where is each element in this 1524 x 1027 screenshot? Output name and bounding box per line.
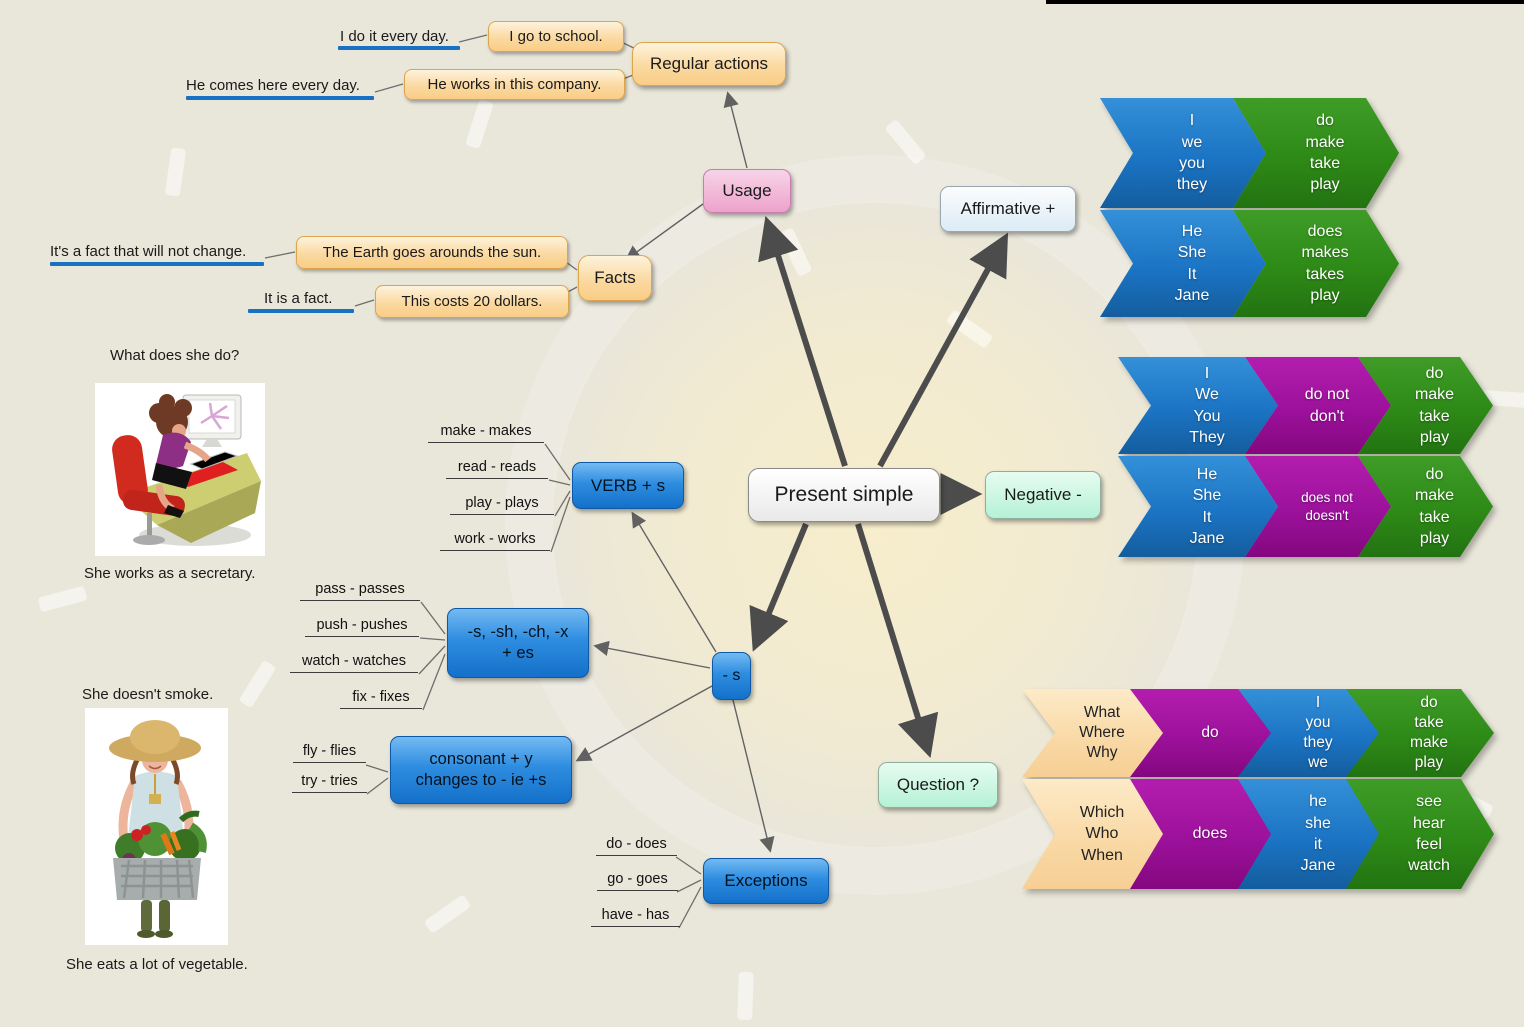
example-note: It's a fact that will not change.: [50, 243, 247, 260]
node-regular-actions[interactable]: Regular actions: [632, 42, 786, 86]
node-es-rule[interactable]: -s, -sh, -ch, -x + es: [447, 608, 589, 678]
photo-answer-caption: She works as a secretary.: [84, 565, 256, 582]
node-y-to-ies-rule[interactable]: consonant + y changes to - ie +s: [390, 736, 572, 804]
photo-statement-caption: She doesn't smoke.: [82, 686, 214, 703]
word-example: watch - watches: [290, 653, 418, 673]
word-example: make - makes: [428, 423, 544, 443]
word-example: fly - flies: [293, 743, 366, 763]
note-underline: [50, 262, 264, 266]
node-usage[interactable]: Usage: [703, 169, 791, 213]
photo-statement2-caption: She eats a lot of vegetable.: [66, 956, 248, 973]
node-question[interactable]: Question ?: [878, 762, 998, 808]
node-s-rule-root[interactable]: - s: [712, 652, 751, 700]
node-negative[interactable]: Negative -: [985, 471, 1101, 519]
word-example: do - does: [596, 836, 677, 856]
photo-question-caption: What does she do?: [110, 347, 240, 364]
affirmative-row2-subject-chevron[interactable]: He She It Jane: [1100, 210, 1266, 317]
word-example: go - goes: [597, 871, 678, 891]
example-note: He comes here every day.: [186, 77, 360, 94]
screen-edge-artifact: [1046, 0, 1524, 4]
word-example: try - tries: [292, 773, 367, 793]
example-note: I do it every day.: [340, 28, 449, 45]
node-exceptions[interactable]: Exceptions: [703, 858, 829, 904]
node-verb-plus-s[interactable]: VERB + s: [572, 462, 684, 509]
node-present-simple[interactable]: Present simple: [748, 468, 940, 522]
question-chevron-group: What Where Why do I you they we do take …: [1022, 689, 1497, 891]
node-affirmative[interactable]: Affirmative +: [940, 186, 1076, 232]
word-example: pass - passes: [300, 581, 420, 601]
word-example: fix - fixes: [340, 689, 422, 709]
example-sentence-node[interactable]: I go to school.: [488, 21, 624, 52]
vegetable-woman-photo: [85, 708, 228, 945]
note-underline: [248, 309, 354, 313]
affirmative-row1-subject-chevron[interactable]: I we you they: [1100, 98, 1266, 208]
example-sentence-node[interactable]: The Earth goes arounds the sun.: [296, 236, 568, 269]
word-example: have - has: [591, 907, 680, 927]
word-example: push - pushes: [305, 617, 419, 637]
negative-row2-verb-chevron[interactable]: do make take play: [1358, 456, 1493, 557]
example-sentence-node[interactable]: He works in this company.: [404, 69, 625, 100]
note-underline: [186, 96, 374, 100]
secretary-illustration: [95, 383, 265, 556]
word-example: play - plays: [450, 495, 554, 515]
negative-row1-subject-chevron[interactable]: I We You They: [1118, 357, 1278, 454]
note-underline: [338, 46, 460, 50]
word-example: read - reads: [446, 459, 548, 479]
affirmative-chevron-group: I we you they do make take play He She I…: [1100, 98, 1400, 320]
negative-chevron-group: I We You They do not don't do make take …: [1118, 357, 1498, 559]
word-example: work - works: [440, 531, 550, 551]
example-note: It is a fact.: [264, 290, 333, 307]
node-facts[interactable]: Facts: [578, 255, 652, 301]
negative-row2-subject-chevron[interactable]: He She It Jane: [1118, 456, 1278, 557]
example-sentence-node[interactable]: This costs 20 dollars.: [375, 285, 569, 318]
